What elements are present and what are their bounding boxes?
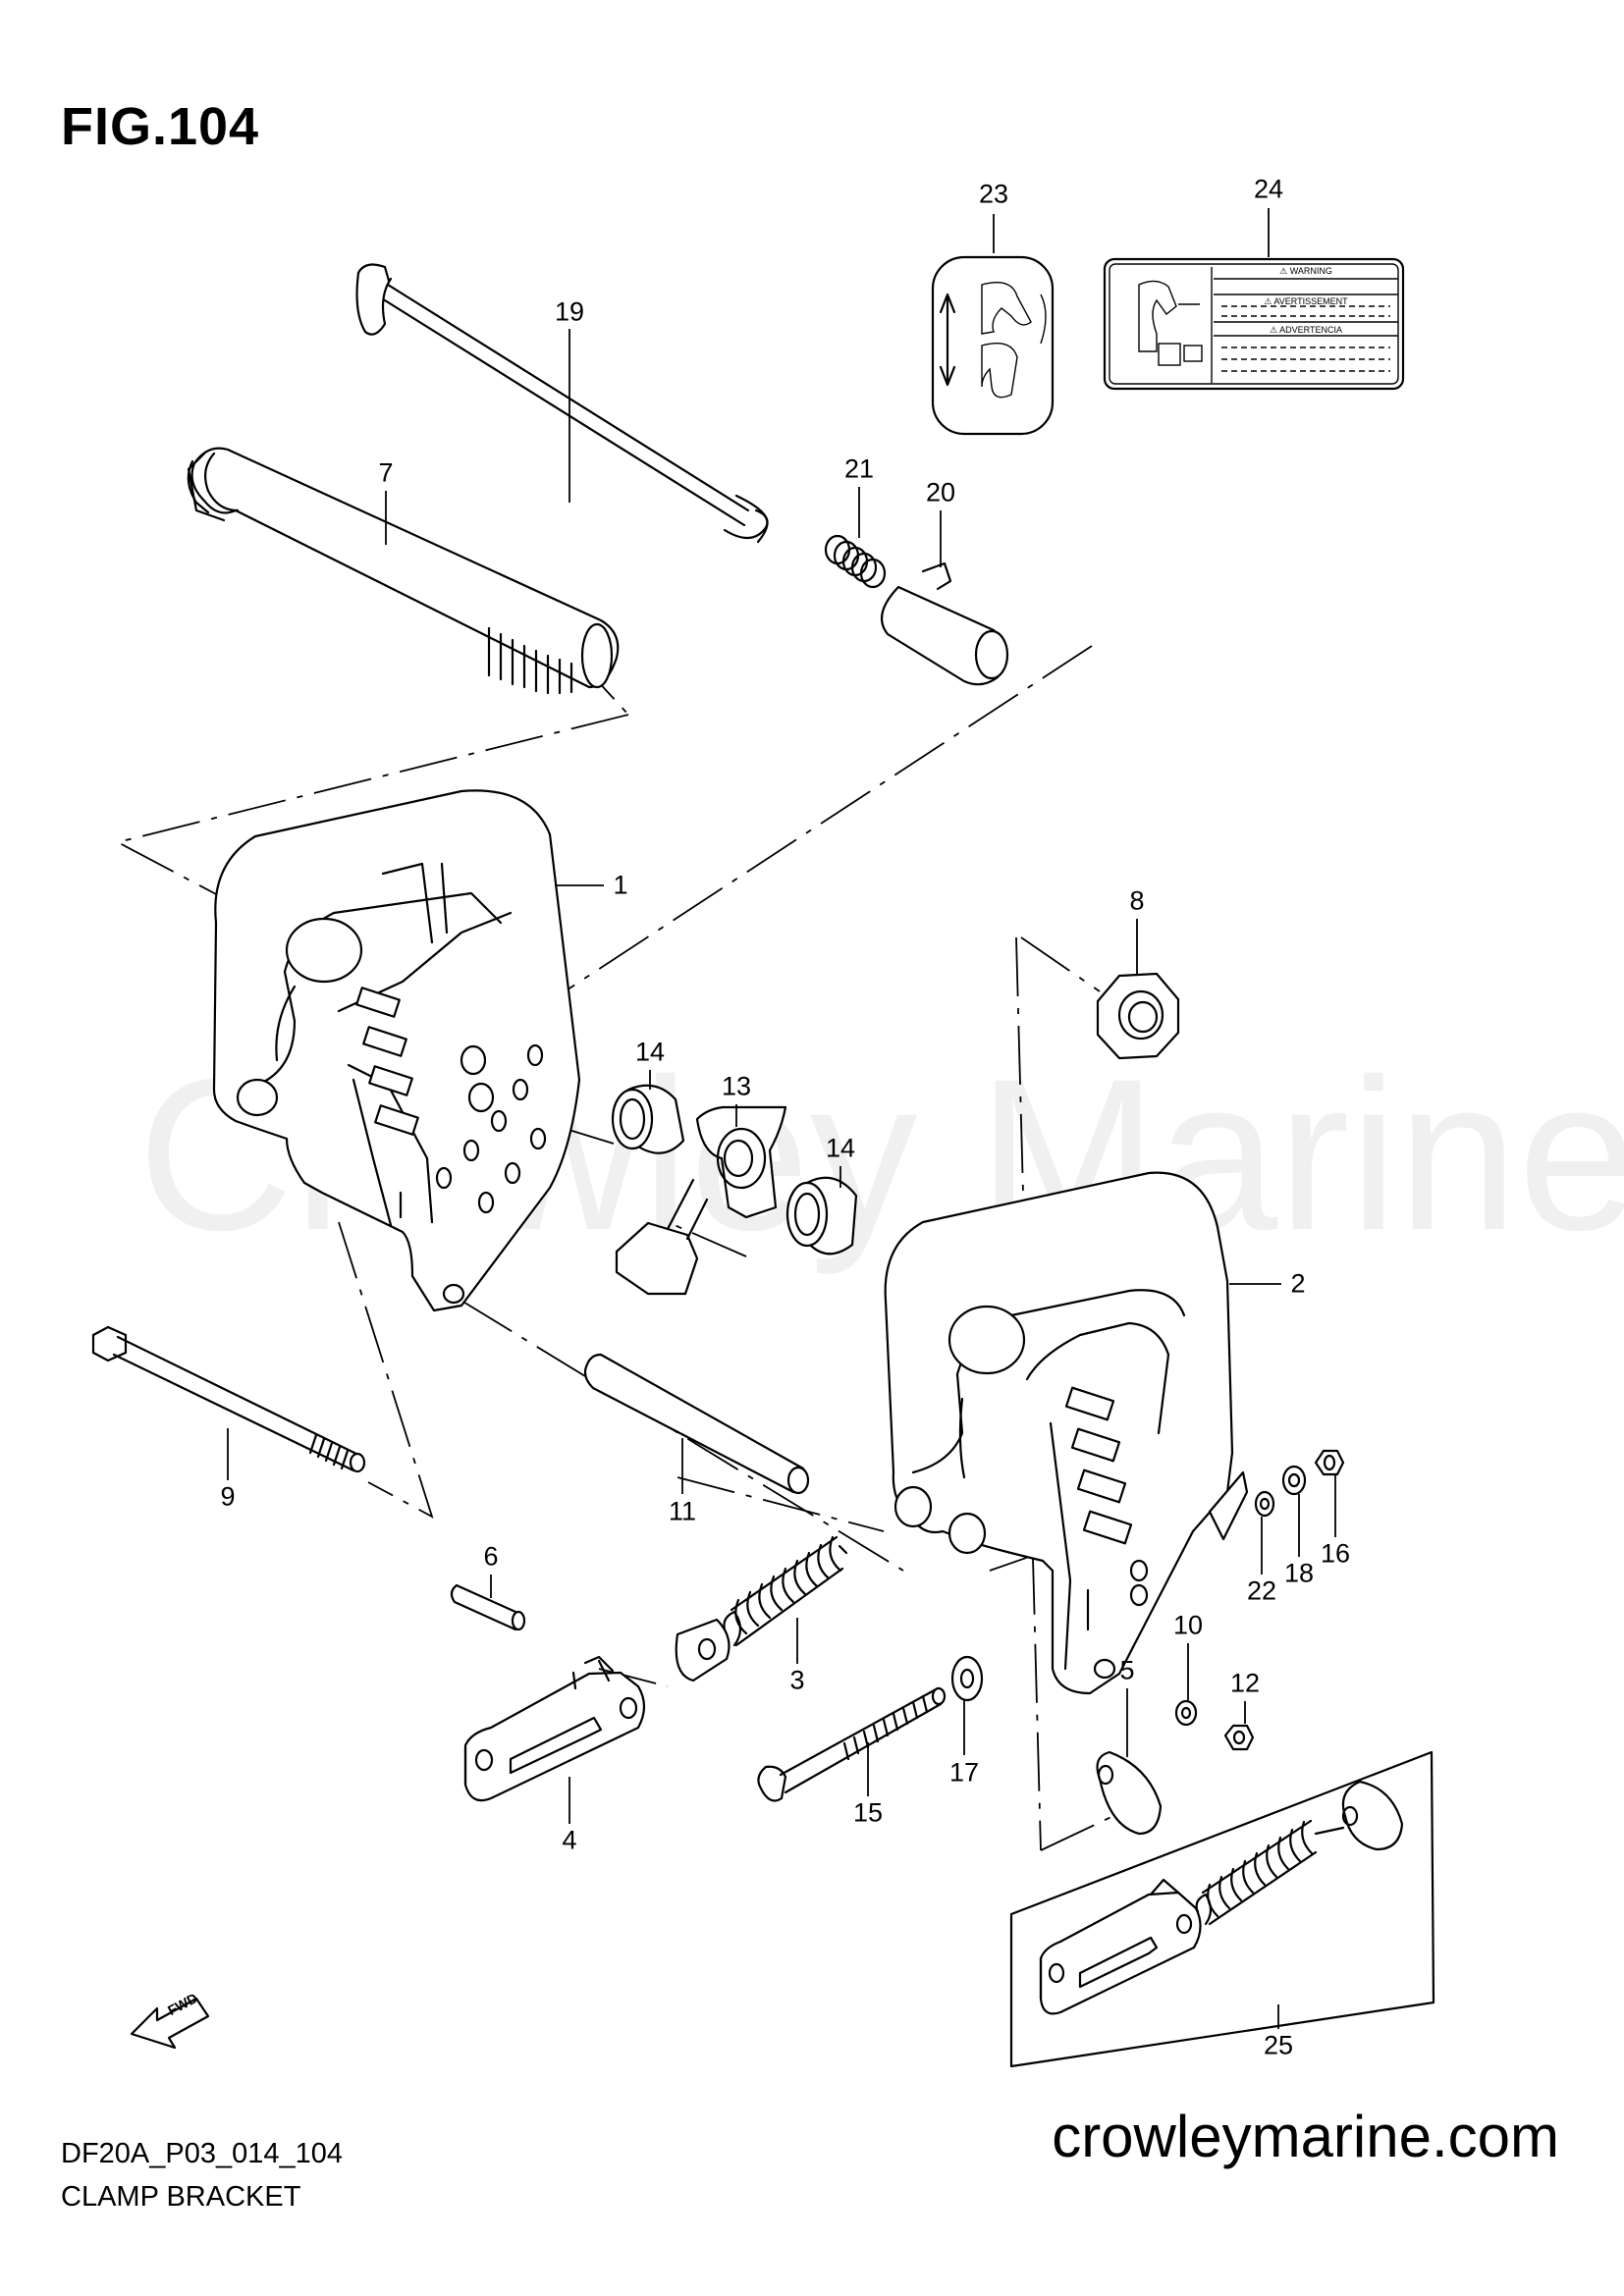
part-5-pad [1096,1750,1163,1836]
part-label: 10 [1172,1610,1204,1640]
part-25-lever-assembly-kit [1009,1750,1435,2068]
decal-warning-text: ⚠ WARNING [1279,266,1332,276]
part-label: 25 [1263,2030,1294,2060]
part-3-spring-rod [675,1535,848,1682]
part-14-bushing-upper [611,1084,685,1154]
decal-avertissement-text: ⚠ AVERTISSEMENT [1264,296,1348,306]
part-13-plate [615,1105,787,1296]
part-label: 8 [1129,885,1145,916]
decal-advertencia-text: ⚠ ADVERTENCIA [1270,325,1342,335]
part-18-washer [1281,1465,1307,1496]
leader-lines [227,208,1336,2029]
part-2-clamp-bracket-right [884,1171,1249,1695]
part-label: 12 [1229,1668,1261,1698]
site-url: crowleymarine.com [1052,2104,1559,2169]
part-label: 7 [378,457,394,488]
part-label: 24 [1253,174,1284,204]
part-label: 13 [721,1071,752,1101]
part-16-nut [1314,1449,1345,1476]
fwd-arrow-icon [130,1997,210,2050]
part-label: 11 [668,1496,697,1526]
part-8-nut [1096,972,1180,1060]
part-17-washer [950,1655,984,1702]
part-label: 21 [843,454,875,484]
part-label: 2 [1290,1268,1306,1299]
part-14-bushing-lower [785,1176,858,1255]
part-label: 15 [852,1797,884,1828]
part-7-clamp-tube [187,447,620,695]
part-label: 9 [220,1481,236,1512]
part-20-bushing [880,561,1009,686]
part-1-clamp-bracket-left [212,789,581,1312]
part-19-tilt-rod [355,263,769,544]
part-12-nut [1223,1724,1255,1751]
part-9-bolt [91,1325,366,1473]
part-label: 3 [789,1665,805,1695]
part-10-washer [1174,1699,1198,1727]
figure-title: FIG.104 [61,97,260,156]
part-label: 18 [1283,1558,1315,1588]
part-6-small-pin [450,1583,526,1631]
part-label: 20 [925,477,956,507]
part-11-pin [583,1353,810,1495]
part-label: 6 [483,1541,499,1572]
part-label: 23 [978,179,1009,209]
part-label: 22 [1246,1575,1277,1606]
part-label: 16 [1320,1538,1351,1569]
part-label: 19 [554,296,585,327]
part-15-bolt [757,1686,947,1802]
diagram-name: CLAMP BRACKET [61,2181,301,2213]
part-4-lever [463,1655,646,1802]
part-label: 14 [825,1133,856,1163]
part-22-washer [1254,1490,1275,1518]
part-label: 4 [562,1825,577,1855]
diagram-code: DF20A_P03_014_104 [61,2138,344,2169]
part-label: 5 [1119,1655,1135,1685]
part-23-tilt-decal [931,255,1055,436]
label-decal-lines [1214,278,1398,372]
part-label: 14 [634,1037,666,1067]
part-24-warning-label [1103,257,1405,391]
part-label: 1 [613,870,628,900]
part-21-spring [824,534,887,589]
part-label: 17 [948,1757,980,1788]
